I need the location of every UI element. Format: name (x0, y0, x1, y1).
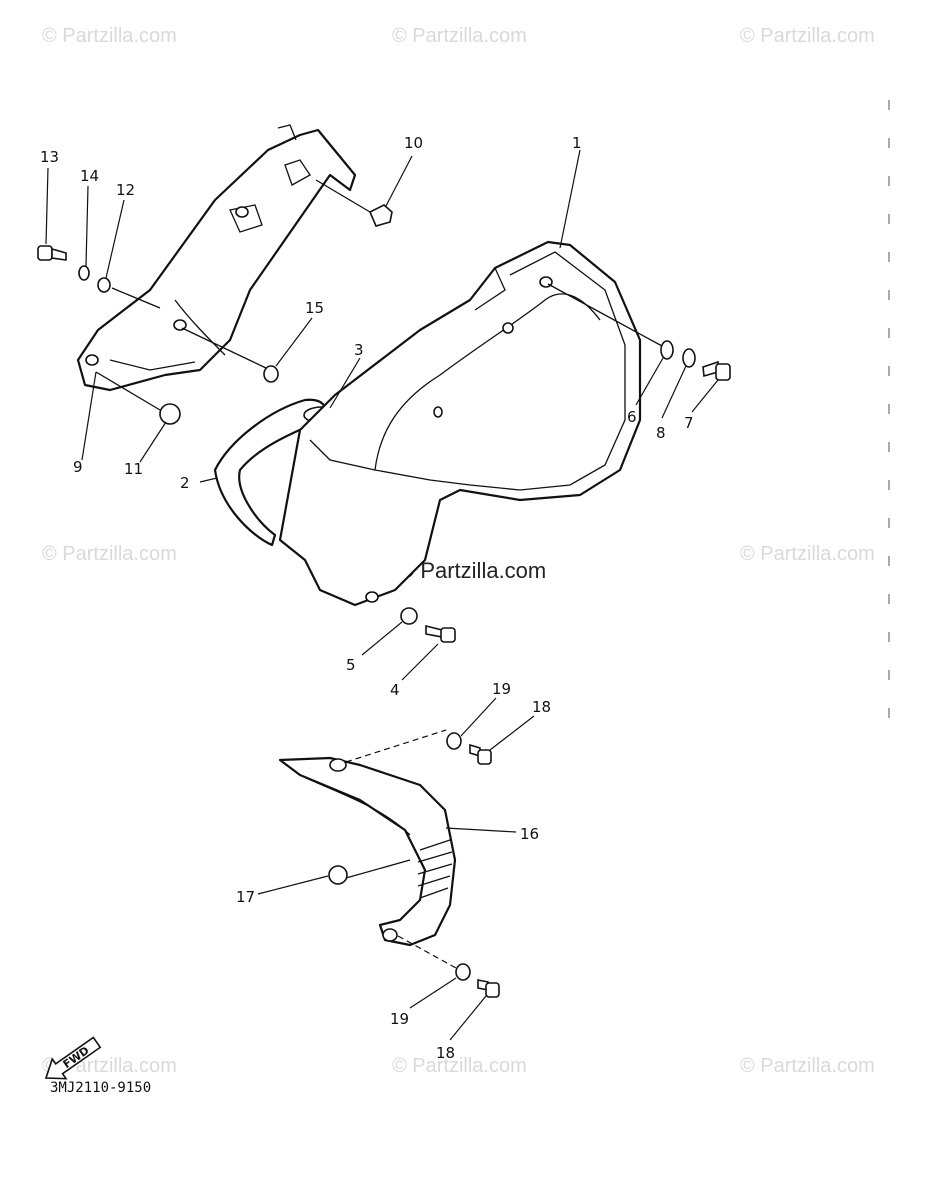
part-4-bolt (425, 624, 456, 643)
part-2-trim (213, 398, 327, 547)
part-19-washer-bottom (455, 963, 471, 981)
callout-7: 7 (684, 414, 694, 432)
watermark-mid-right: © Partzilla.com (740, 543, 875, 565)
callout-16: 16 (520, 825, 539, 843)
part-11-nut (159, 403, 181, 425)
watermark-top-left: © Partzilla.com (42, 25, 177, 47)
part-17-grommet (328, 865, 348, 885)
part-12-washer (97, 277, 111, 293)
part-18-bolt-top (469, 743, 492, 765)
callouts: 1 2 3 4 5 6 7 8 9 10 11 12 13 14 15 16 1… (40, 134, 694, 1062)
callout-18-bottom: 18 (436, 1044, 455, 1062)
callout-19-top: 19 (492, 680, 511, 698)
part-18-bolt-bottom (477, 979, 500, 998)
callout-14: 14 (80, 167, 99, 185)
callout-19-bottom: 19 (390, 1010, 409, 1028)
callout-4: 4 (390, 681, 400, 699)
callout-13: 13 (40, 148, 59, 166)
part-19-washer-top (446, 732, 462, 750)
callout-12: 12 (116, 181, 135, 199)
watermark-top-right: © Partzilla.com (740, 25, 875, 47)
callout-15: 15 (305, 299, 324, 317)
part-6-washer (660, 340, 674, 360)
callout-17: 17 (236, 888, 255, 906)
part-7-bolt (702, 360, 731, 381)
watermark-mid-left: © Partzilla.com (42, 543, 177, 565)
part-5-washer (400, 607, 418, 625)
callout-1: 1 (572, 134, 582, 152)
callout-18-top: 18 (532, 698, 551, 716)
callout-3: 3 (354, 341, 364, 359)
part-10-grommet (368, 204, 393, 227)
part-14-washer (78, 265, 90, 281)
callout-11: 11 (124, 460, 143, 478)
callout-2: 2 (180, 474, 190, 492)
callout-10: 10 (404, 134, 423, 152)
part-8-washer (682, 348, 696, 368)
callout-8: 8 (656, 424, 666, 442)
part-15-nut (263, 365, 279, 383)
part-1-side-cover (278, 240, 642, 607)
part-16-cover (278, 756, 457, 947)
watermark-top-center: © Partzilla.com (392, 25, 527, 47)
callout-9: 9 (73, 458, 83, 476)
hardware (37, 204, 731, 998)
part-9-inner-panel (76, 124, 357, 392)
catalog-code: 3MJ2110-9150 (50, 1080, 151, 1096)
watermarks: © Partzilla.com © Partzilla.com © Partzi… (42, 25, 875, 1077)
watermark-bottom-right: © Partzilla.com (740, 1055, 875, 1077)
callout-6: 6 (627, 408, 637, 426)
leader-lines (45, 149, 719, 1041)
part-13-bolt (37, 245, 67, 261)
callout-5: 5 (346, 656, 356, 674)
watermark-bottom-center: © Partzilla.com (392, 1055, 527, 1077)
